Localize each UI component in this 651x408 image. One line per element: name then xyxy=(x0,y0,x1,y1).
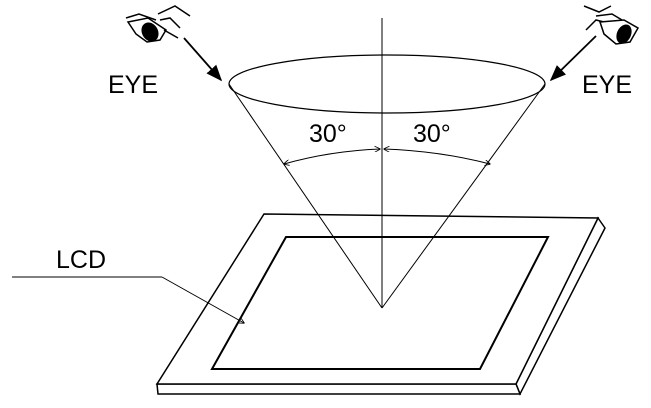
eye-right-label: EYE xyxy=(582,71,632,99)
viewing-cone xyxy=(228,18,546,309)
angle-right-label: 30° xyxy=(413,120,451,148)
eye-icon xyxy=(125,5,191,43)
eye-right-arrow xyxy=(549,35,597,82)
lcd-active-area xyxy=(210,236,550,370)
angle-arc-right xyxy=(384,149,490,164)
eye-left-arrow xyxy=(183,37,223,82)
lcd-label: LCD xyxy=(56,246,106,274)
angle-left-label: 30° xyxy=(309,120,347,148)
eye-left-label: EYE xyxy=(108,71,158,99)
lcd-panel xyxy=(155,213,606,396)
eye-icon xyxy=(583,5,640,45)
angle-arc-left xyxy=(284,149,380,164)
cone-edge-right xyxy=(381,83,546,309)
lcd-leader xyxy=(12,276,244,323)
lcd-panel-side-front xyxy=(156,383,522,395)
cone-base-ellipse xyxy=(228,54,546,114)
cone-edge-left xyxy=(228,83,383,309)
